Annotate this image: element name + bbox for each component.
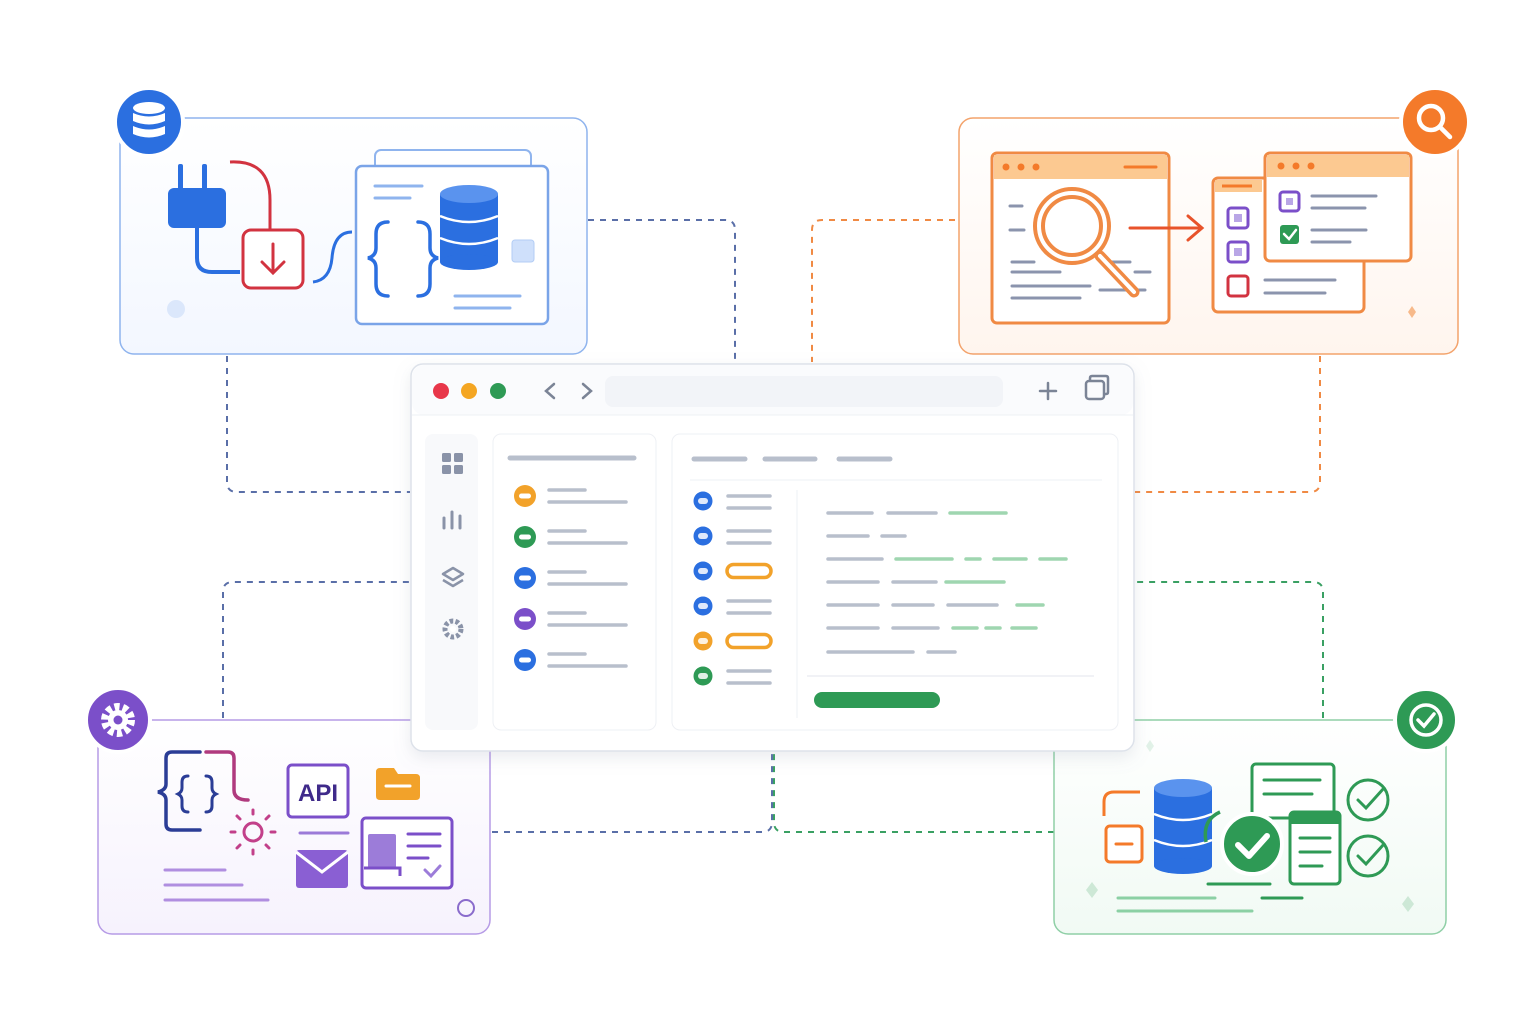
connectors (222, 219, 1324, 833)
list-item-glyph (519, 657, 531, 663)
plus-icon[interactable] (1038, 381, 1058, 401)
layers-icon[interactable] (441, 566, 465, 588)
database-stack-icon (439, 185, 499, 270)
list-item-glyph (519, 616, 531, 622)
panel-search (958, 117, 1459, 355)
grid-icon[interactable] (442, 453, 463, 474)
connector-orange-top (811, 219, 955, 362)
detail-row[interactable] (693, 666, 772, 686)
connector-green-bottom (773, 752, 1054, 833)
deco-ring (457, 899, 475, 917)
sparkle-icon (1086, 882, 1098, 898)
cable-red (229, 160, 272, 230)
sparkle-icon (1146, 740, 1154, 752)
connector-blue-top (588, 219, 736, 362)
detail-row-glyph (698, 533, 708, 539)
detail-row[interactable] (693, 631, 773, 651)
list-item[interactable] (514, 608, 628, 630)
connector-purple-bottom (492, 752, 773, 833)
settings-icon[interactable] (442, 618, 464, 640)
cable-blue (312, 230, 353, 284)
code-lines (826, 511, 1068, 654)
bar-chart-icon[interactable] (442, 510, 462, 530)
report-doc-icon (1288, 810, 1342, 886)
thumb-square (511, 239, 535, 263)
sparkle-icon (1402, 896, 1414, 912)
badge-gear (84, 686, 152, 754)
detail-row-glyph (698, 603, 708, 609)
search-icon (1416, 103, 1453, 140)
badge-search (1399, 86, 1471, 158)
forward-icon[interactable] (581, 382, 593, 400)
list-item-glyph (519, 534, 531, 540)
list-item-glyph (519, 575, 531, 581)
connector-orange-right (1135, 356, 1321, 493)
detail-row-tag (725, 632, 773, 650)
panel-config: API (97, 719, 491, 935)
windows-icon[interactable] (1084, 374, 1110, 401)
detail-row-glyph (698, 498, 708, 504)
app-window (410, 363, 1135, 752)
address-bar[interactable] (605, 376, 1003, 407)
gear-icon (101, 703, 135, 737)
badge-check (1393, 687, 1459, 753)
list-item-glyph (519, 493, 531, 499)
folder-icon (376, 768, 420, 800)
api-box: API (286, 763, 350, 819)
code-block-icon (157, 750, 250, 832)
list-item[interactable] (514, 649, 628, 671)
deco-dot (167, 300, 185, 318)
arrow-right (1128, 214, 1205, 242)
detail-row-glyph (698, 673, 708, 679)
magnifier-icon (1033, 187, 1140, 298)
panel-data-ingest (119, 117, 588, 355)
database-icon (133, 102, 165, 138)
database-stack-icon (1153, 779, 1213, 874)
minimize-dot[interactable] (461, 383, 477, 399)
close-dot[interactable] (433, 383, 449, 399)
document-card-icon (360, 816, 454, 890)
download-box-icon (241, 228, 305, 290)
detail-row-tag (725, 562, 773, 580)
list-item[interactable] (514, 526, 628, 548)
list-item[interactable] (514, 485, 628, 507)
badge-database (113, 86, 185, 158)
sun-gear-icon (229, 808, 277, 856)
detail-row[interactable] (693, 491, 772, 511)
braces-icon (367, 220, 439, 298)
mail-icon (295, 850, 349, 888)
progress-button[interactable] (814, 692, 940, 708)
schema-icon (1102, 790, 1144, 864)
back-icon[interactable] (544, 382, 556, 400)
check-circle-icon (1346, 778, 1390, 878)
api-label: API (298, 780, 338, 807)
check-icon (1409, 703, 1443, 737)
connector-green-right (1135, 581, 1324, 718)
list-item[interactable] (514, 567, 628, 589)
detail-row[interactable] (693, 561, 773, 581)
detail-row[interactable] (693, 526, 772, 546)
panel-validation (1053, 719, 1447, 935)
connector-purple-left (222, 581, 410, 718)
chat-doc-icon (1250, 762, 1336, 820)
connector-blue-left (226, 356, 410, 493)
plug-icon (168, 164, 240, 274)
sidebar (425, 434, 478, 730)
sparkle-icon (1408, 306, 1416, 318)
big-check-icon (1220, 812, 1284, 876)
detail-row-glyph (698, 638, 708, 644)
detail-row[interactable] (693, 596, 772, 616)
detail-row-glyph (698, 568, 708, 574)
maximize-dot[interactable] (490, 383, 506, 399)
